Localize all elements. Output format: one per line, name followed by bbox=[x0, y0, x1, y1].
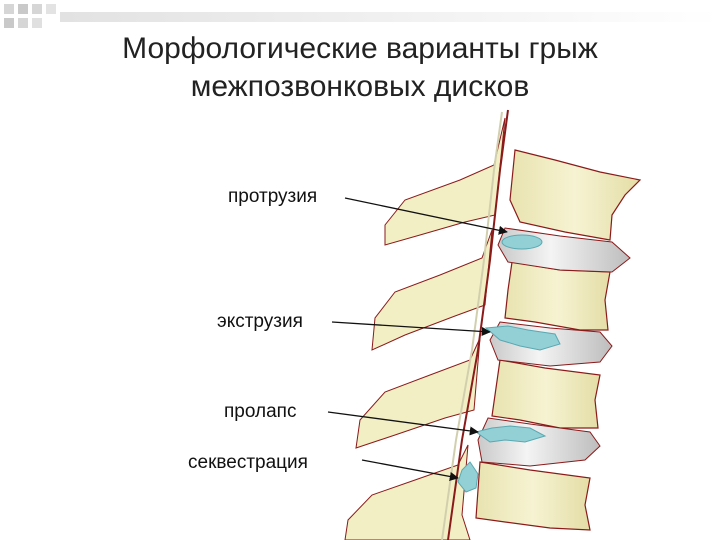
title-line-2: межпозвонковых дисков bbox=[190, 70, 530, 103]
herniation-protrusion bbox=[501, 234, 543, 250]
corner-square bbox=[4, 4, 14, 14]
corner-square bbox=[32, 4, 42, 14]
arrow-extrusion bbox=[331, 321, 491, 337]
leader-arrows bbox=[327, 197, 508, 481]
spinous-process-3 bbox=[355, 337, 481, 449]
label-extrusion: экструзия bbox=[217, 311, 303, 332]
corner-square bbox=[46, 4, 56, 14]
spinal-canal bbox=[447, 109, 509, 540]
vertebral-bodies bbox=[475, 149, 642, 531]
vertebra-3 bbox=[491, 359, 601, 429]
corner-square bbox=[18, 18, 28, 28]
herniation-sequestration bbox=[457, 461, 479, 493]
label-sequestration: секвестрация bbox=[188, 452, 308, 473]
spinous-process-2 bbox=[371, 229, 493, 351]
corner-square bbox=[18, 4, 28, 14]
header-fade-bar bbox=[60, 12, 720, 22]
vertebra-2 bbox=[504, 261, 611, 331]
slide-title: Морфологические варианты грыж межпозвонк… bbox=[60, 30, 660, 106]
corner-square bbox=[32, 18, 42, 28]
label-protrusion: протрузия bbox=[228, 186, 318, 207]
arrow-protrusion bbox=[344, 197, 508, 235]
herniations bbox=[457, 234, 561, 493]
spinous-process-4 bbox=[344, 444, 471, 540]
arrow-sequestration bbox=[361, 459, 459, 481]
spinal-canal-inner bbox=[441, 111, 503, 540]
herniation-extrusion bbox=[484, 325, 561, 351]
corner-decoration bbox=[4, 4, 720, 28]
vertebra-1 bbox=[509, 149, 642, 241]
corner-square bbox=[4, 18, 14, 28]
label-prolapse: пролапс bbox=[224, 401, 297, 422]
herniation-prolapse bbox=[474, 425, 547, 443]
vertebra-4 bbox=[475, 461, 591, 531]
arrow-prolapse bbox=[327, 411, 479, 436]
title-line-1: Морфологические варианты грыж bbox=[122, 32, 598, 65]
